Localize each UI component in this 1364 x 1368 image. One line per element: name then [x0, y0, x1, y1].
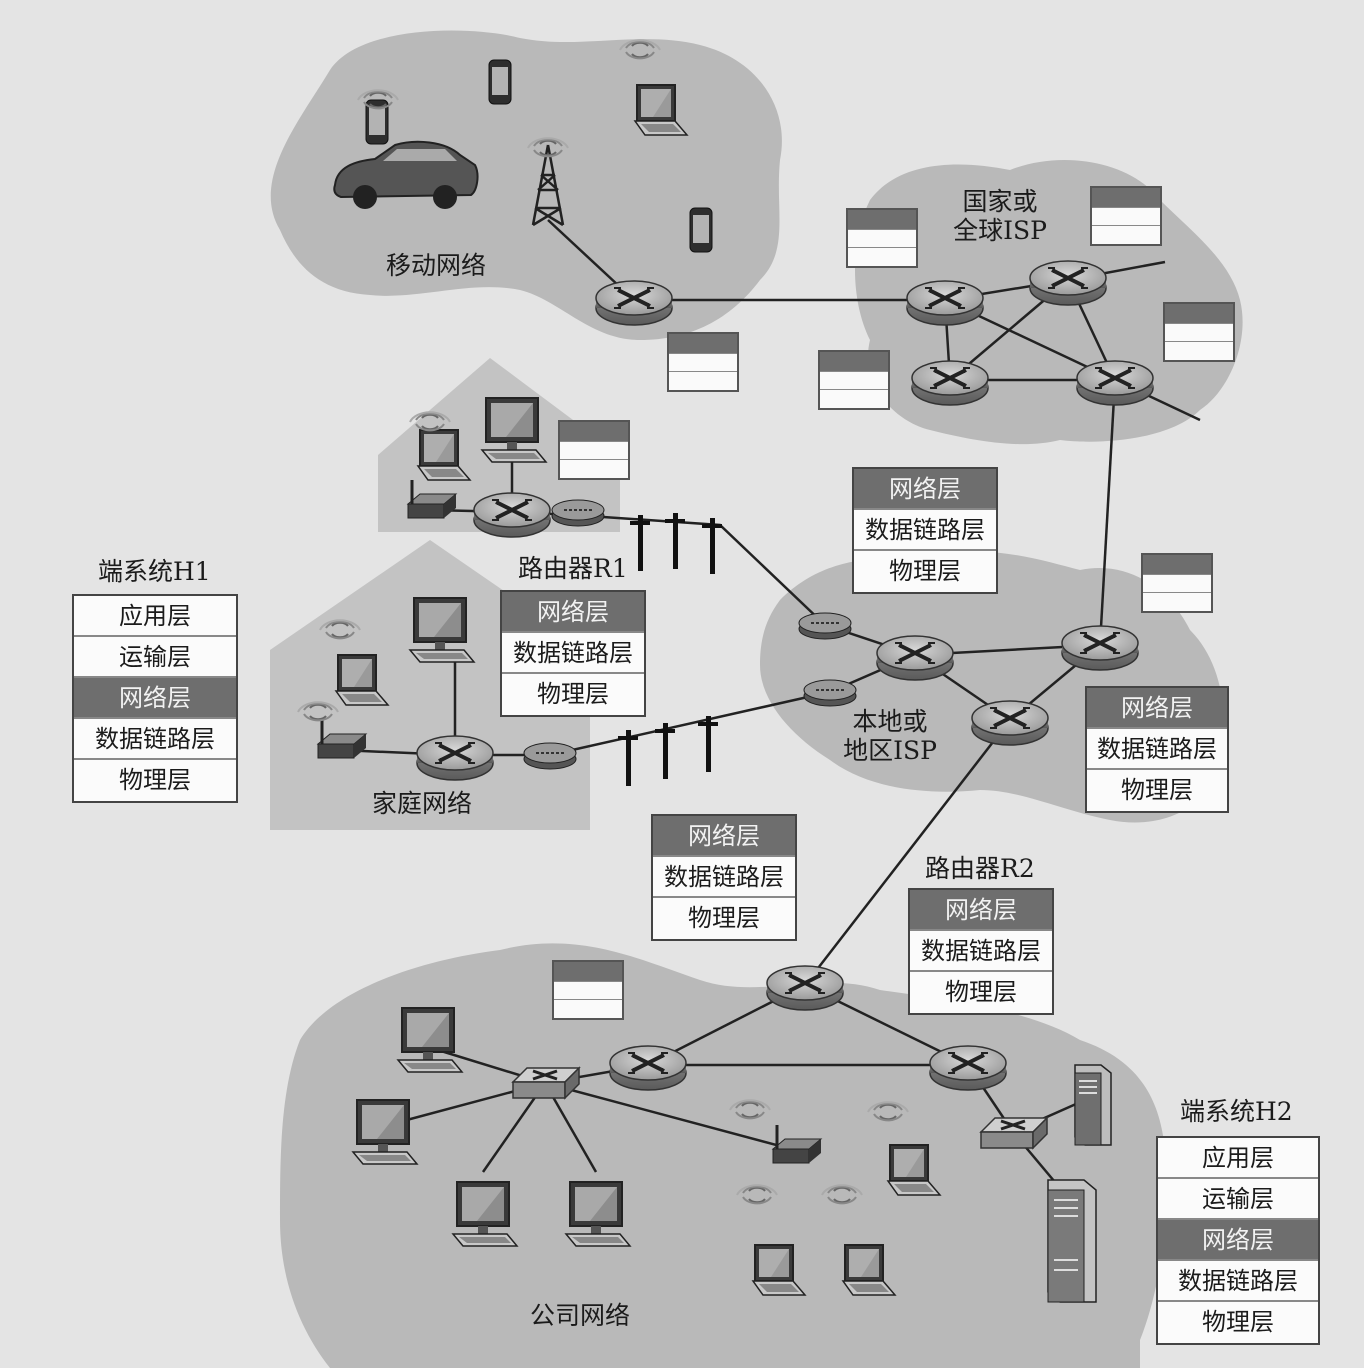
router-r1-stack: 网络层 数据链路层 物理层: [500, 590, 646, 717]
end-system-h1-stack: 应用层 运输层 网络层 数据链路层 物理层: [72, 594, 238, 803]
router-icon: [1075, 359, 1155, 407]
global-isp-label: 国家或 全球ISP: [953, 187, 1047, 245]
data-link-layer: 数据链路层: [910, 931, 1052, 972]
link-layer-switch-icon: [979, 1116, 1049, 1150]
router-r2-title: 路由器R2: [925, 854, 1035, 883]
network-layer: 网络层: [74, 678, 236, 719]
router-icon: [905, 279, 985, 327]
transport-layer: 运输层: [1158, 1179, 1318, 1220]
physical-layer: 物理层: [537, 680, 609, 708]
data-link-layer: 数据链路层: [854, 510, 996, 551]
application-layer: 应用层: [74, 596, 236, 637]
server-icon: [1047, 1179, 1097, 1303]
protocol-stack-mini-icon: [1163, 302, 1235, 362]
router-icon: [910, 359, 990, 407]
network-layer: 网络层: [653, 816, 795, 857]
router-icon: [594, 279, 674, 327]
network-layer: 网络层: [854, 469, 996, 510]
data-link-layer: 数据链路层: [653, 857, 795, 898]
protocol-stack-mini-icon: [1141, 553, 1213, 613]
router-icon: [472, 491, 552, 539]
desktop-icon: [481, 397, 547, 463]
physical-layer: 物理层: [1202, 1308, 1274, 1336]
desktop-icon: [409, 597, 475, 663]
router-icon: [928, 1044, 1008, 1092]
mobile-network-label: 移动网络: [386, 251, 487, 280]
data-link-layer: 数据链路层: [1087, 729, 1227, 770]
data-link-layer: 数据链路层: [502, 633, 644, 674]
protocol-stack-mini-icon: [558, 420, 630, 480]
physical-layer: 物理层: [119, 766, 191, 794]
network-layer: 网络层: [910, 890, 1052, 931]
router-icon: [1028, 259, 1108, 307]
physical-layer: 物理层: [688, 904, 760, 932]
network-layer: 网络层: [1158, 1220, 1318, 1261]
middle-router-stack: 网络层 数据链路层 物理层: [651, 814, 797, 941]
protocol-stack-mini-icon: [1090, 186, 1162, 246]
car-icon: [333, 140, 479, 209]
router-icon: [875, 634, 955, 682]
enterprise-network-label: 公司网络: [530, 1301, 631, 1330]
cable-headend-icon: [798, 612, 852, 640]
cable-modem-icon: [551, 499, 605, 527]
physical-layer: 物理层: [889, 557, 961, 585]
router-r1-title: 路由器R1: [518, 554, 628, 583]
router-icon: [1060, 624, 1140, 672]
cell-tower-icon: [531, 144, 565, 227]
protocol-stack-mini-icon: [667, 332, 739, 392]
phone-icon: [488, 59, 512, 105]
local-isp-router-stack: 网络层 数据链路层 物理层: [852, 467, 998, 594]
physical-layer: 物理层: [945, 978, 1017, 1006]
network-layer: 网络层: [502, 592, 644, 633]
data-link-layer: 数据链路层: [1158, 1261, 1318, 1302]
desktop-icon: [565, 1181, 631, 1247]
server-icon: [1074, 1064, 1112, 1146]
protocol-stack-mini-icon: [846, 208, 918, 268]
local-isp-right-router-stack: 网络层 数据链路层 物理层: [1085, 686, 1229, 813]
utility-poles-lower: [618, 716, 718, 786]
protocol-stack-mini-icon: [818, 350, 890, 410]
home-network-house-upper: [378, 358, 620, 532]
local-isp-label: 本地或 地区ISP: [843, 707, 937, 765]
home-network-label: 家庭网络: [372, 789, 473, 818]
desktop-icon: [397, 1007, 463, 1073]
end-system-h1-title: 端系统H1: [98, 557, 211, 586]
cable-modem-icon: [523, 742, 577, 770]
transport-layer: 运输层: [74, 637, 236, 678]
router-r2-icon: [765, 964, 845, 1012]
data-link-layer: 数据链路层: [74, 719, 236, 760]
cable-headend-icon: [803, 679, 857, 707]
router-icon: [970, 699, 1050, 747]
end-system-h2-title: 端系统H2: [1180, 1097, 1293, 1126]
router-r1-icon: [415, 734, 495, 782]
desktop-icon: [352, 1099, 418, 1165]
protocol-stack-mini-icon: [552, 960, 624, 1020]
physical-layer: 物理层: [1121, 776, 1193, 804]
link-layer-switch-icon: [511, 1066, 581, 1100]
application-layer: 应用层: [1158, 1138, 1318, 1179]
utility-poles-upper: [630, 513, 722, 574]
end-system-h2-stack: 应用层 运输层 网络层 数据链路层 物理层: [1156, 1136, 1320, 1345]
network-layer: 网络层: [1087, 688, 1227, 729]
phone-icon: [689, 207, 713, 253]
router-icon: [608, 1044, 688, 1092]
router-r2-stack: 网络层 数据链路层 物理层: [908, 888, 1054, 1015]
desktop-icon: [452, 1181, 518, 1247]
